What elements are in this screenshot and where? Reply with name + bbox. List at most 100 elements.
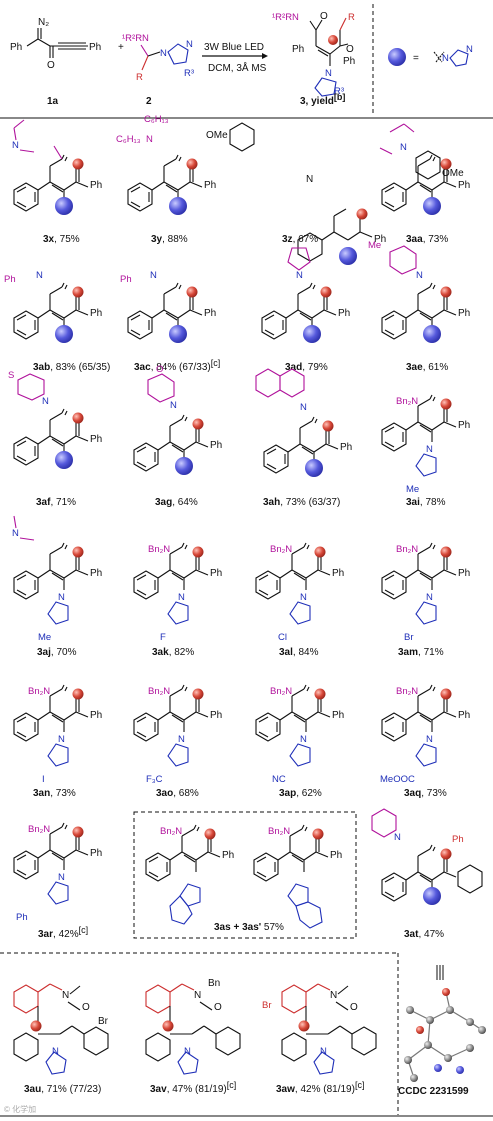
product-3ae-structure: Me N Ph	[368, 240, 470, 343]
nc-label: NC	[272, 774, 286, 785]
product-3av-structure: N Bn O N	[145, 978, 241, 1075]
bn2n-label: Bn₂N	[270, 686, 292, 697]
caption-3aw: 3aw, 42% (81/19)[c]	[276, 1080, 364, 1095]
o-label: O	[82, 1002, 90, 1013]
product-3ai-structure: Bn₂N Ph N Me	[381, 394, 470, 495]
caption-3x: 3x, 75%	[43, 234, 80, 245]
ph-label: Ph	[90, 568, 102, 579]
header-scheme: Ph N₂ O Ph 1a + ¹R²RN R N N R³	[10, 4, 473, 116]
ph-label: Ph	[374, 234, 386, 245]
blue-ball-legend	[388, 48, 406, 66]
red-ball	[440, 158, 452, 170]
o-label: O	[350, 1002, 358, 1013]
meooc-label: MeOOC	[380, 774, 415, 785]
r1-ph-label: Ph	[10, 42, 22, 53]
product-3ad-structure: N Ph	[261, 247, 350, 343]
product-3aq-structure: Bn₂N Ph N MeOOC	[380, 684, 470, 785]
r2-r-label: R	[136, 72, 143, 83]
amide-n-label: N	[296, 270, 303, 281]
product-3x-structure: N Ph	[12, 119, 102, 215]
ome-label-top: OMe	[442, 168, 464, 179]
bn2n-label: Bn₂N	[28, 686, 50, 697]
ph-label: Ph	[210, 568, 222, 579]
amide-n-label: N	[194, 990, 201, 1001]
me-label: Me	[38, 632, 51, 643]
caption-3au: 3au, 71% (77/23)	[24, 1084, 101, 1095]
product-3ac-structure: Ph N Ph	[120, 270, 216, 343]
caption-3am: 3am, 71%	[398, 647, 444, 658]
product-3ag-structure: O N Ph	[133, 364, 222, 475]
p3-o-label: O	[320, 11, 328, 22]
red-ball	[186, 158, 198, 170]
legend-n-label: N	[442, 53, 449, 64]
p3-r-label: R	[348, 12, 355, 23]
caption-3y: 3y, 88%	[151, 234, 188, 245]
pyrazole-n-label: N	[52, 1046, 59, 1057]
blue-ball	[423, 197, 441, 215]
pyrazole-n-label: N	[320, 1046, 327, 1057]
red-ball	[72, 412, 84, 424]
bn2n-label: Bn₂N	[160, 826, 182, 837]
r2-amine-label: ¹R²RN	[122, 33, 149, 44]
ph-label: Ph	[332, 568, 344, 579]
red-ball	[72, 826, 84, 838]
amide-n-label: N	[400, 142, 407, 153]
blue-ball	[55, 325, 73, 343]
i-label: I	[42, 774, 45, 785]
product-3an-structure: Bn₂N Ph N I	[13, 684, 102, 785]
br-label: Br	[404, 632, 414, 643]
caption-3at: 3at, 47%	[404, 929, 444, 940]
caption-3ar: 3ar, 42%[c]	[38, 925, 88, 940]
amide-n-label: N	[36, 270, 43, 281]
bn2n-label: Bn₂N	[396, 686, 418, 697]
caption-3ah: 3ah, 73% (63/37)	[263, 497, 340, 508]
ph-red-label: Ph	[452, 834, 464, 845]
p3-ph-label: Ph	[292, 44, 304, 55]
product-3au-structure: N O Br N	[13, 983, 109, 1075]
amide-n-label: N	[146, 134, 153, 145]
blue-ball	[423, 325, 441, 343]
bn2n-label: Bn₂N	[268, 826, 290, 837]
product-3-structure: ¹R²RN O Ph R O Ph N R³	[272, 11, 355, 97]
caption-3aj: 3aj, 70%	[37, 647, 77, 658]
caption-3ap: 3ap, 62%	[279, 788, 322, 799]
ph-n-label: Ph	[4, 274, 16, 285]
o-label: O	[156, 364, 163, 375]
blue-ball	[55, 197, 73, 215]
red-ball	[192, 418, 204, 430]
ph-label: Ph	[222, 850, 234, 861]
caption-3ae: 3ae, 61%	[406, 362, 448, 373]
pyrazole-n-label: N	[426, 592, 433, 603]
product-3af-structure: S N Ph	[8, 370, 102, 469]
red-ball	[440, 546, 452, 558]
blue-ball	[305, 459, 323, 477]
r1-o-label: O	[47, 60, 55, 71]
red-ball	[72, 286, 84, 298]
ph-label: Ph	[90, 180, 102, 191]
pyrazole-n-label: N	[178, 734, 185, 745]
s-label: S	[8, 370, 14, 381]
p3-r3-label: R³	[334, 86, 344, 97]
product-3ao-structure: Bn₂N Ph N F₃C	[133, 684, 222, 785]
product-3ab-structure: Ph N Ph	[4, 270, 102, 343]
pyrazole-n-label: N	[178, 592, 185, 603]
bn2n-label: Bn₂N	[28, 824, 50, 835]
bn-label: Bn	[208, 978, 220, 989]
product-3am-structure: Bn₂N Ph N Br	[381, 542, 470, 643]
product-3aw-structure: Br N O N	[262, 983, 377, 1075]
bn2n-label: Bn₂N	[396, 396, 418, 407]
pyrazole-n-label: N	[426, 734, 433, 745]
ph-label: Ph	[330, 850, 342, 861]
product-3as-structure: Bn₂N Ph	[145, 824, 234, 925]
arrow-head	[262, 53, 268, 59]
caption-3an: 3an, 73%	[33, 788, 76, 799]
ph-label: Ph	[90, 434, 102, 445]
red-ball	[30, 1020, 42, 1032]
plus-sign: +	[118, 42, 124, 53]
r2-n-label: N	[160, 48, 167, 59]
triazole-n-label: N	[58, 872, 65, 883]
product-3ak-structure: Bn₂N Ph N F	[133, 542, 222, 643]
amide-n-label: N	[42, 396, 49, 407]
red-ball	[440, 286, 452, 298]
amide-n-label: N	[416, 270, 423, 281]
